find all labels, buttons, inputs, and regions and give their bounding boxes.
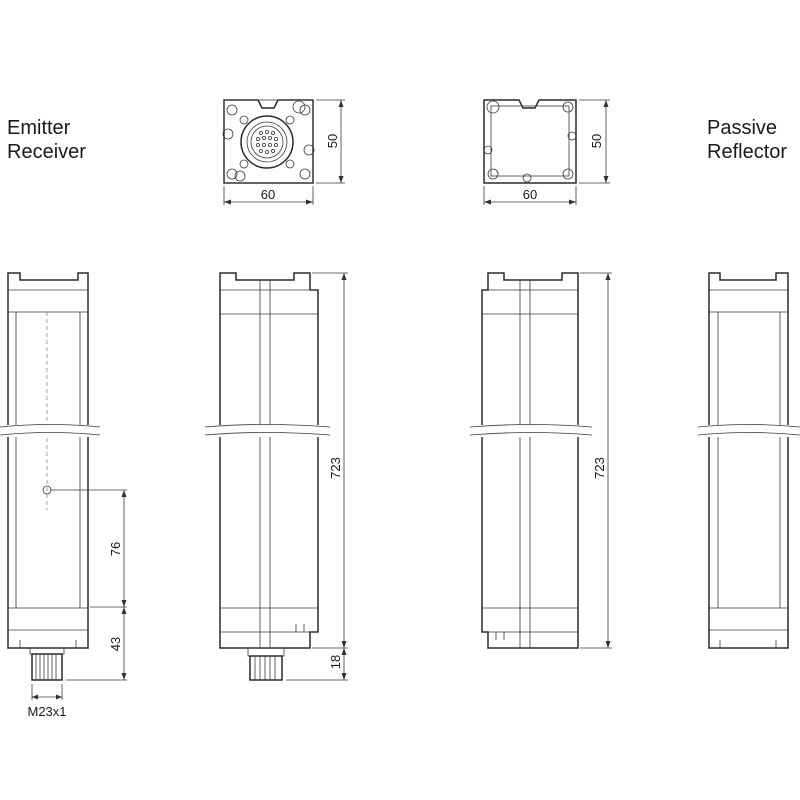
top-view-emitter [222, 99, 345, 205]
dim-top-left-width: 60 [261, 187, 275, 202]
dim-offset-18: 18 [328, 655, 343, 669]
dim-top-right-height: 50 [589, 134, 604, 148]
label-receiver: Receiver [7, 141, 86, 163]
dim-top-left-height: 50 [325, 134, 340, 148]
dim-connector-thread: M23x1 [27, 704, 66, 719]
label-reflector: Reflector [707, 141, 787, 163]
dim-top-right-width: 60 [523, 187, 537, 202]
top-view-reflector [483, 99, 610, 205]
connector-outer-icon [240, 115, 294, 169]
front-view-reflector [708, 272, 789, 649]
front-view-emitter-side [219, 272, 348, 681]
label-emitter: Emitter [7, 117, 71, 139]
dim-offset-43: 43 [108, 637, 123, 651]
dim-length-left: 723 [328, 457, 343, 479]
front-view-reflector-side [481, 272, 612, 649]
front-view-emitter [7, 272, 127, 700]
dim-length-right: 723 [592, 457, 607, 479]
break-lines [0, 424, 800, 437]
label-passive: Passive [707, 117, 777, 139]
dim-offset-76: 76 [108, 542, 123, 556]
